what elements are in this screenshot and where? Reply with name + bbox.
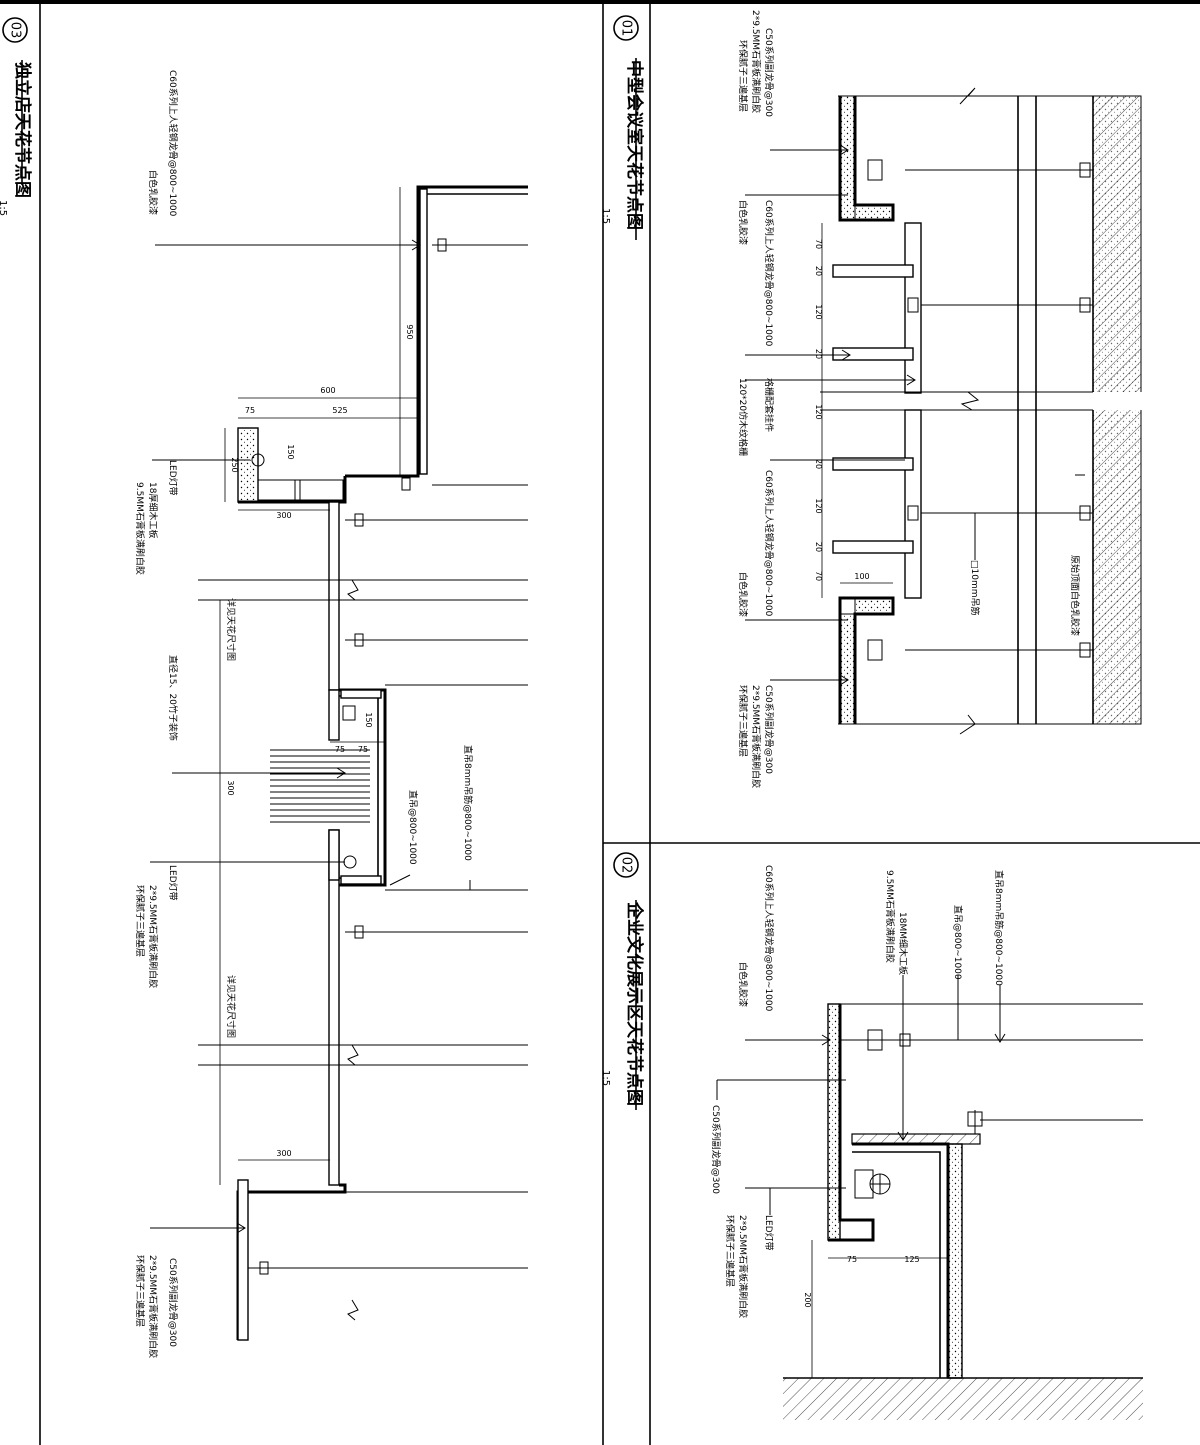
- panel-01-dimensions: 70 20 120 20 120 20 120 20 70 100: [814, 223, 893, 598]
- panel-01-leaders: [745, 144, 1085, 686]
- panel-02-labels: 直吊8mm吊筋@800~1000 直吊@800~1000 18MM细木工板 9.…: [710, 865, 1005, 1318]
- label-wood-grille: 120*20仿木纹格栅: [737, 378, 749, 456]
- dim-150: 150: [286, 444, 295, 459]
- label-white-latex-b: 白色乳胶漆: [737, 572, 749, 617]
- label-putty: 环保腻子三遍基层: [134, 885, 146, 957]
- dim-20-c: 20: [814, 459, 823, 469]
- panel-02-number: 02: [619, 857, 634, 874]
- label-ref-size-2: 详见天花尺寸图: [225, 975, 237, 1038]
- label-keel-c50: C50系列副龙骨@300: [710, 1105, 722, 1194]
- label-hanger: 直吊@800~1000: [952, 905, 964, 980]
- label-hanger-8: 直吊8mm吊筋@800~1000: [993, 870, 1005, 986]
- label-keel-c50: C50系列副龙骨@300: [167, 1258, 179, 1347]
- label-keel-c60-b: C60系列上人轻钢龙骨@800~1000: [763, 470, 775, 617]
- label-white-latex: 白色乳胶漆: [737, 962, 749, 1007]
- panel-01-title: 中型会议室天花节点图: [624, 60, 645, 230]
- dim-75: 75: [245, 406, 255, 415]
- label-keel-c60: C60系列上人轻钢龙骨@800~1000: [763, 200, 775, 347]
- label-led-strip: LED灯带: [763, 1215, 774, 1251]
- panel-01-scale: 1:5: [600, 208, 611, 224]
- dim-250: 250: [230, 457, 239, 472]
- dim-300: 300: [276, 511, 291, 520]
- panel-02-section-drawing: 75 125 200 直吊8mm吊筋@800~1000 直吊@800~1000 …: [710, 865, 1143, 1420]
- break-lines: [198, 579, 528, 1321]
- panel-03-section-drawing: 950 600 75 525 250 150 300 150 75 75 300…: [134, 70, 528, 1358]
- label-ref-size: 详见天花尺寸图: [225, 598, 237, 661]
- dim-120-a: 120: [814, 304, 823, 319]
- label-grille-hanger: 格栅配套挂件: [763, 378, 775, 432]
- label-putty: 环保腻子三遍基层: [724, 1215, 736, 1287]
- panel-03-number: 03: [8, 22, 23, 39]
- dim-20-b: 20: [814, 349, 823, 359]
- label-gypsum-double-2: 2*9.5MM石膏板满刷白胶: [147, 1255, 159, 1358]
- panel-01-number: 01: [619, 20, 634, 37]
- label-gypsum-double-b: 2*9.5MM石膏板满刷白胶: [750, 685, 762, 788]
- label-board-18: 18MM细木工板: [897, 912, 909, 975]
- label-gypsum-double: 2*9.5MM石膏板满刷白胶: [750, 10, 762, 113]
- dim-100: 100: [854, 572, 869, 581]
- panel-02-title-block: 02 企业文化展示区天花节点图 1:5: [600, 852, 645, 1110]
- dim-300-center: 300: [226, 780, 235, 795]
- label-keel-c60: C60系列上人轻钢龙骨@800~1000: [167, 70, 179, 217]
- panel-03-leaders: [150, 239, 471, 1234]
- dim-75: 75: [847, 1255, 857, 1264]
- dim-20-a: 20: [814, 266, 823, 276]
- label-gypsum-double: 2*9.5MM石膏板满刷白胶: [737, 1215, 749, 1318]
- label-keel-c50: C50系列副龙骨@300: [763, 28, 775, 117]
- panel-01-labels: C50系列副龙骨@300 2*9.5MM石膏板满刷白胶 环保腻子三遍基层 C60…: [737, 10, 1081, 788]
- label-hanger: 直吊@800~1000: [407, 790, 419, 865]
- label-board-18: 18厚细木工板: [147, 482, 159, 538]
- label-white-latex: 白色乳胶漆: [737, 200, 749, 245]
- label-putty: 环保腻子三遍基层: [737, 40, 749, 112]
- label-led-strip: LED灯带: [167, 460, 178, 496]
- panel-02-dimensions: 75 125 200: [803, 1240, 948, 1378]
- panel-01-section-drawing: 70 20 120 20 120 20 120 20 70 100: [737, 10, 1149, 788]
- panel-02-title: 企业文化展示区天花节点图: [624, 901, 645, 1106]
- panel-03-labels: C60系列上人轻钢龙骨@800~1000 白色乳胶漆 LED灯带 18厚细木工板…: [134, 70, 474, 1358]
- dim-70-b: 70: [814, 571, 823, 581]
- label-rod10: □10mm吊筋: [969, 560, 981, 616]
- label-gypsum-95: 9.5MM石膏板满刷白胶: [884, 870, 896, 963]
- dim-600: 600: [320, 386, 335, 395]
- dim-20-d: 20: [814, 542, 823, 552]
- dim-200: 200: [803, 1292, 812, 1307]
- dim-300-bottom: 300: [276, 1149, 291, 1158]
- panel-01-title-block: 01 中型会议室天花节点图 1:5: [600, 15, 645, 240]
- label-gypsum-95: 9.5MM石膏板满刷白胶: [134, 482, 146, 575]
- panel-02-leaders: [716, 975, 1006, 1215]
- hanger-rods: [248, 238, 528, 1275]
- dim-70: 70: [814, 239, 823, 249]
- panel-03-dimensions: 950 600 75 525 250 150 300 150 75 75 300…: [219, 187, 418, 1185]
- label-keel-c50-b: C50系列副龙骨@300: [763, 685, 775, 774]
- floor-hatch: [783, 1377, 1143, 1420]
- label-white-latex: 白色乳胶漆: [147, 170, 159, 215]
- dim-150-recess: 150: [364, 712, 373, 727]
- label-orig-top: 原始顶面白色乳胶漆: [1069, 555, 1081, 636]
- wood-grilles: [832, 264, 914, 554]
- dim-950: 950: [405, 324, 414, 339]
- panel-03-title-block: 03 独立店天花节点图 1:5: [0, 17, 33, 216]
- label-keel-c60: C60系列上人轻钢龙骨@800~1000: [763, 865, 775, 1012]
- dim-120-b: 120: [814, 404, 823, 419]
- label-bamboo: 直径15、20竹子装饰: [167, 655, 179, 741]
- dim-120-c: 120: [814, 498, 823, 513]
- panel-01-hangers: [867, 159, 1093, 661]
- label-hanger-8: 直吊8mm吊筋@800~1000: [462, 745, 474, 861]
- bamboo-decoration: [270, 749, 370, 823]
- dim-75-recess-a: 75: [335, 745, 345, 754]
- panel-02-hangers: [840, 1003, 1143, 1134]
- label-led-strip-2: LED灯带: [167, 865, 178, 901]
- dim-125: 125: [904, 1255, 919, 1264]
- label-putty-b: 环保腻子三遍基层: [737, 685, 749, 757]
- dim-75-recess-b: 75: [358, 745, 368, 754]
- label-gypsum-double: 2*9.5MM石膏板满刷白胶: [147, 885, 159, 988]
- panel-03-scale: 1:5: [0, 200, 8, 216]
- panel-02-scale: 1:5: [600, 1070, 611, 1086]
- label-putty-2: 环保腻子三遍基层: [134, 1255, 146, 1327]
- dim-525: 525: [332, 406, 347, 415]
